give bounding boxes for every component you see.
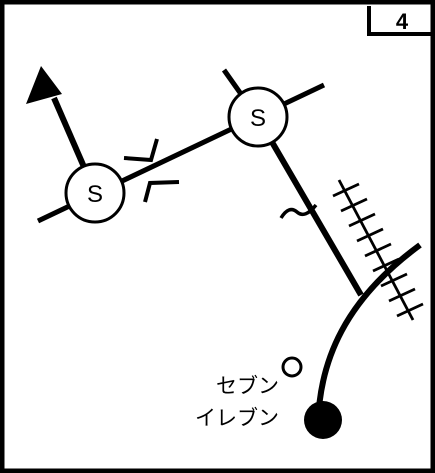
road-main xyxy=(255,116,364,297)
start-point-icon xyxy=(304,401,342,439)
railway-crossing-icon xyxy=(332,179,424,321)
convenience-store-icon xyxy=(281,356,303,378)
landmark-name-line1: セブン xyxy=(216,374,279,398)
road-break-icon xyxy=(279,203,318,219)
signal-label: S xyxy=(250,105,266,132)
bridge-icon xyxy=(123,138,180,203)
route-curve xyxy=(315,242,422,424)
signal-label: S xyxy=(87,181,103,208)
panel-number: 4 xyxy=(396,9,409,34)
panel-number-badge: 4 xyxy=(367,6,433,36)
traffic-signal-right: S xyxy=(227,86,289,148)
traffic-signal-left: S xyxy=(64,162,126,224)
landmark-name-line2: イレブン xyxy=(195,406,279,430)
